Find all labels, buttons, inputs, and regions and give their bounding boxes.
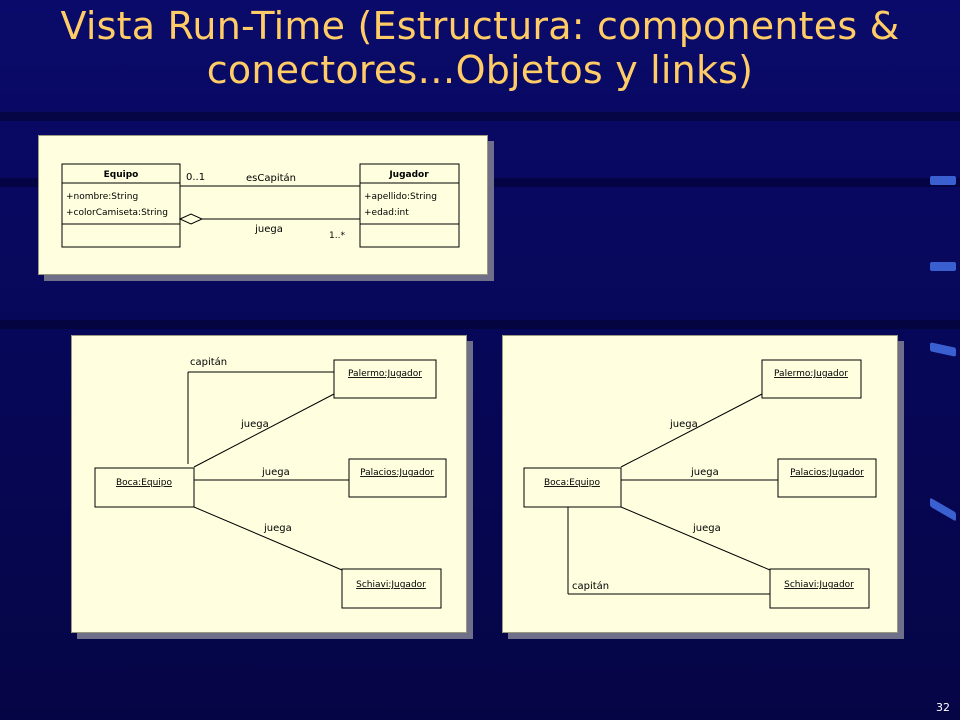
class-equipo-attr-nombre: +nombre:String — [66, 192, 138, 202]
object-boca-label: Boca:Equipo — [544, 478, 600, 488]
class-jugador-name: Jugador — [388, 170, 429, 180]
class-equipo-name: Equipo — [104, 170, 139, 180]
class-jugador-attr-apellido: +apellido:String — [364, 192, 437, 202]
object-palermo — [761, 359, 862, 399]
class-diagram-panel: Equipo +nombre:String +colorCamiseta:Str… — [38, 135, 488, 275]
background-accent — [930, 262, 956, 271]
association-juega-multiplicity: 1..* — [329, 231, 345, 241]
object-palermo-label: Palermo:Jugador — [348, 369, 422, 379]
background-stripe — [0, 112, 960, 121]
link-capitan-label: capitán — [572, 580, 609, 592]
object-palermo-label: Palermo:Jugador — [774, 369, 848, 379]
link-juega-palacios-label: juega — [261, 467, 290, 478]
object-diagram-2: juega juega juega capitán Boca:Equipo Pa… — [523, 359, 877, 609]
class-diagram: Equipo +nombre:String +colorCamiseta:Str… — [61, 163, 460, 248]
link-juega-palermo-label: juega — [669, 419, 698, 430]
link-juega-palacios-label: juega — [690, 467, 719, 478]
slide-title: Vista Run-Time (Estructura: componentes … — [0, 4, 960, 92]
object-diagram-1-panel: capitán juega juega juega Boca:Equipo Pa… — [71, 335, 467, 633]
slide-number: 32 — [936, 701, 950, 714]
link-capitan-label: capitán — [190, 356, 227, 368]
slide-title-line-1: Vista Run-Time (Estructura: componentes … — [60, 4, 900, 48]
object-boca — [523, 467, 622, 508]
background-stripe — [0, 320, 960, 329]
object-boca — [94, 467, 195, 508]
association-juega-label: juega — [254, 224, 283, 235]
link-juega-schiavi-line — [620, 506, 771, 571]
association-escapitan-label: esCapitán — [246, 172, 296, 184]
object-palacios — [348, 458, 447, 498]
object-schiavi-label: Schiavi:Jugador — [784, 580, 854, 590]
slide-title-line-2: conectores…Objetos y links) — [206, 48, 754, 92]
object-palacios-label: Palacios:Jugador — [360, 468, 434, 478]
object-schiavi — [769, 568, 870, 609]
link-juega-schiavi-label: juega — [692, 523, 721, 534]
link-juega-palermo-line — [620, 393, 763, 468]
object-schiavi-label: Schiavi:Jugador — [356, 580, 426, 590]
class-equipo-attr-color: +colorCamiseta:String — [66, 208, 168, 218]
aggregation-diamond-icon — [178, 213, 204, 225]
link-juega-palermo-label: juega — [240, 419, 269, 430]
background-accent — [930, 176, 956, 185]
association-escapitan-multiplicity: 0..1 — [186, 172, 205, 183]
object-diagram-2-panel: juega juega juega capitán Boca:Equipo Pa… — [502, 335, 898, 633]
object-palacios — [777, 458, 877, 498]
link-juega-schiavi-line — [193, 506, 343, 571]
class-jugador-attr-edad: +edad:int — [364, 208, 409, 218]
background-accent — [930, 342, 956, 357]
object-palacios-label: Palacios:Jugador — [790, 468, 864, 478]
link-juega-schiavi-label: juega — [263, 523, 292, 534]
object-palermo — [333, 359, 437, 399]
background-accent — [930, 497, 956, 522]
link-juega-palermo-line — [193, 393, 335, 468]
class-equipo: Equipo +nombre:String +colorCamiseta:Str… — [61, 163, 181, 248]
object-diagram-1: capitán juega juega juega Boca:Equipo Pa… — [94, 356, 447, 609]
object-boca-label: Boca:Equipo — [116, 478, 172, 488]
object-schiavi — [341, 568, 442, 609]
class-jugador: Jugador +apellido:String +edad:int — [359, 163, 460, 248]
